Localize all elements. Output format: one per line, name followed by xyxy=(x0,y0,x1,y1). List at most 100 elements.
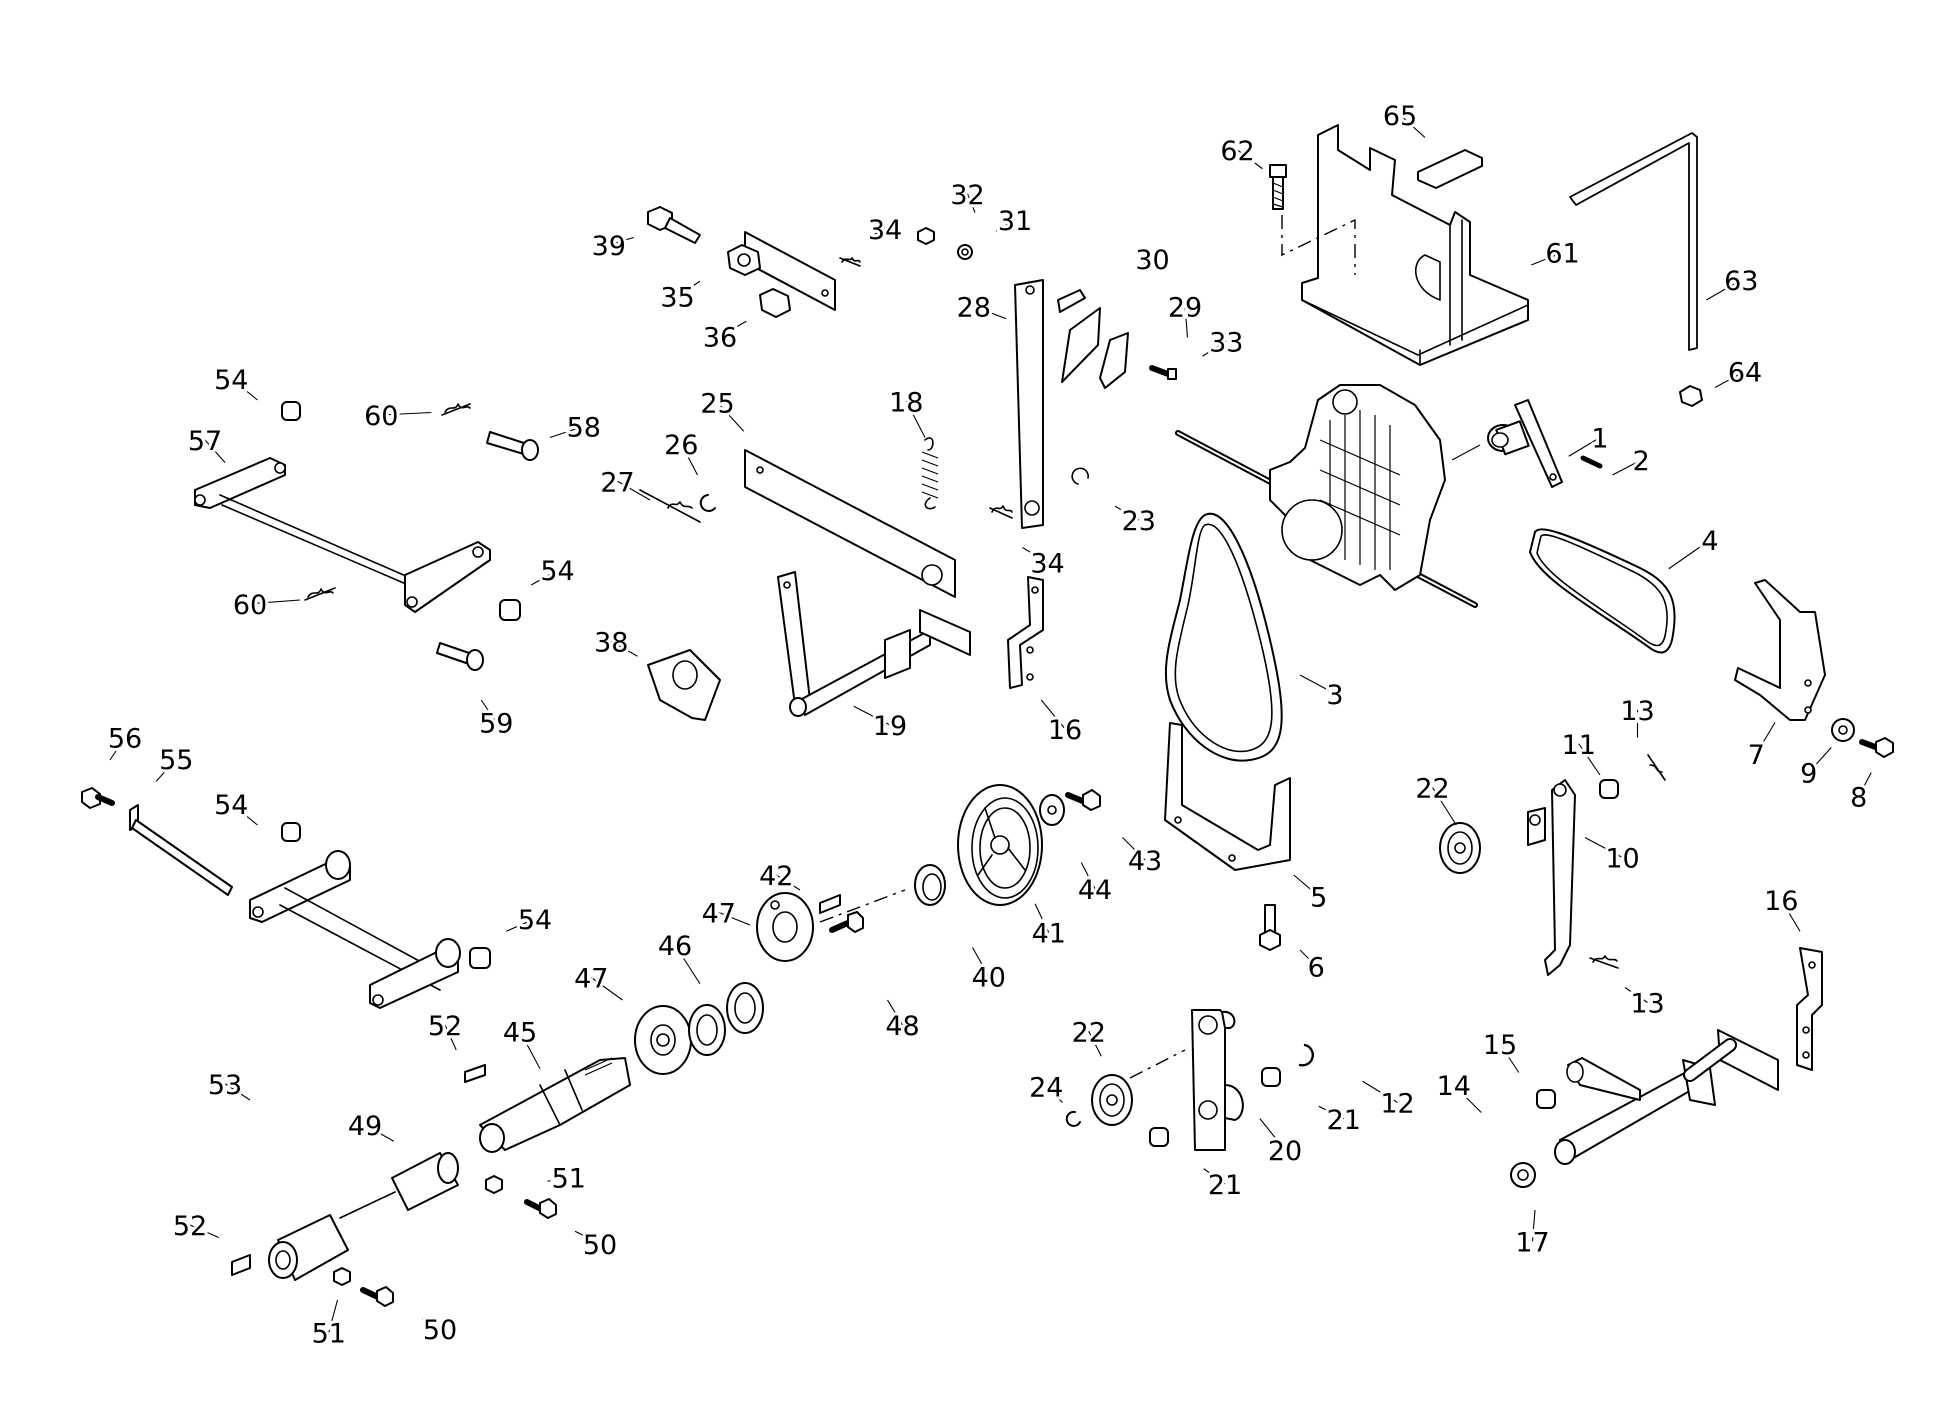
callout-leader-line xyxy=(610,640,638,657)
callout-leader-line xyxy=(966,193,976,213)
callout-label-20: 20 xyxy=(1268,1136,1302,1167)
callout-label-49: 49 xyxy=(348,1111,382,1142)
part-22-idler-pulley xyxy=(1091,1074,1133,1126)
callout-label-60: 60 xyxy=(364,401,398,432)
callout-label-44: 44 xyxy=(1078,875,1112,906)
callout-label-22: 22 xyxy=(1072,1017,1106,1048)
callout-leader-line xyxy=(1299,674,1336,695)
part-16-bracket xyxy=(1796,947,1823,1071)
part-35-bracket xyxy=(727,231,836,311)
part-20-idler-plate xyxy=(1191,1009,1244,1151)
callout-leader-line xyxy=(1203,1168,1226,1185)
part-21-bushing xyxy=(1261,1067,1281,1087)
callout-leader-line xyxy=(1088,1031,1102,1057)
part-29-shoe xyxy=(1099,332,1129,389)
callout-label-54: 54 xyxy=(214,365,248,396)
callout-leader-line xyxy=(230,803,258,826)
callout-label-50: 50 xyxy=(583,1230,617,1261)
callout-leader-line xyxy=(718,911,751,926)
part-4-belt xyxy=(1529,528,1676,654)
callout-leader-line xyxy=(109,737,126,761)
part-13-cotter-pin xyxy=(1647,754,1666,781)
callout-label-19: 19 xyxy=(873,711,907,742)
part-48-bolt xyxy=(829,911,864,933)
callout-label-60: 60 xyxy=(233,590,267,621)
callout-leader-line xyxy=(972,947,990,977)
callout-leader-line xyxy=(674,944,701,985)
callout-leader-line xyxy=(1045,1085,1063,1103)
part-39-bolt xyxy=(647,206,701,244)
callout-leader-line xyxy=(1624,987,1648,1003)
part-25-bar xyxy=(744,449,956,598)
callout-label-21: 21 xyxy=(1327,1105,1361,1136)
callout-label-15: 15 xyxy=(1483,1030,1517,1061)
part-54-bushing xyxy=(499,599,521,621)
callout-label-42: 42 xyxy=(759,861,793,892)
part-41-drive-pulley xyxy=(957,784,1043,906)
callout-label-56: 56 xyxy=(108,724,142,755)
callout-label-48: 48 xyxy=(885,1011,919,1042)
part-19-crank-arm xyxy=(777,571,971,717)
callout-label-24: 24 xyxy=(1029,1072,1063,1103)
callout-label-29: 29 xyxy=(1168,292,1202,323)
callout-label-51: 51 xyxy=(552,1164,586,1195)
part-47-bearing-flange xyxy=(756,892,814,962)
part-7-bracket xyxy=(1734,579,1826,721)
callout-label-35: 35 xyxy=(660,282,694,313)
part-6-bolt xyxy=(1259,904,1281,951)
callout-leader-line xyxy=(1318,1105,1344,1120)
part-10-idler-arm xyxy=(1527,779,1576,976)
part-57-pivot-bracket xyxy=(194,457,491,613)
callout-label-31: 31 xyxy=(998,206,1032,237)
callout-leader-line xyxy=(1362,1080,1398,1103)
part-60-cotter-pin xyxy=(441,403,471,416)
callout-leader-line xyxy=(1299,949,1317,967)
callout-label-41: 41 xyxy=(1032,919,1066,950)
callout-leader-line xyxy=(547,1176,569,1182)
callout-leader-line xyxy=(1114,505,1140,521)
callout-label-45: 45 xyxy=(503,1017,537,1048)
callout-label-14: 14 xyxy=(1437,1071,1471,1102)
callout-leader-line xyxy=(973,305,1007,320)
callout-label-36: 36 xyxy=(703,322,737,353)
callout-label-53: 53 xyxy=(208,1070,242,1101)
callout-label-21: 21 xyxy=(1208,1170,1242,1201)
callout-leader-line xyxy=(717,402,745,432)
callout-leader-line xyxy=(1184,306,1189,338)
callout-label-12: 12 xyxy=(1380,1089,1414,1120)
part-1-arm xyxy=(1451,399,1563,488)
part-11-bushing xyxy=(1599,779,1619,799)
part-16-bracket xyxy=(1007,576,1044,689)
callout-leader-line xyxy=(719,320,747,337)
part-drawings xyxy=(81,124,1894,1307)
part-55-rod xyxy=(129,804,233,896)
callout-leader-line xyxy=(1259,1118,1286,1151)
part-56-bolt xyxy=(81,787,115,809)
callout-label-1: 1 xyxy=(1591,424,1608,455)
part-54-bushing xyxy=(281,401,301,421)
part-45-drive-shaft xyxy=(479,1057,631,1153)
callout-label-46: 46 xyxy=(658,931,692,962)
callout-leader-line xyxy=(1705,279,1742,301)
part-60-cotter-pin xyxy=(304,587,336,601)
callout-leader-line xyxy=(1531,1209,1536,1242)
callout-label-3: 3 xyxy=(1326,680,1343,711)
part-24-retaining-clip xyxy=(1065,1110,1081,1127)
callout-leader-line xyxy=(887,999,903,1026)
callout-label-63: 63 xyxy=(1724,266,1758,297)
part-62-bolt xyxy=(1269,164,1287,210)
part-21-bushing xyxy=(1149,1127,1169,1147)
callout-label-23: 23 xyxy=(1122,506,1156,537)
part-64-nut xyxy=(1679,385,1703,407)
callout-label-8: 8 xyxy=(1850,782,1867,813)
callout-leader-line xyxy=(155,758,177,782)
callout-leader-line xyxy=(1531,251,1563,266)
callout-label-64: 64 xyxy=(1728,357,1762,388)
callout-leader-line xyxy=(1122,837,1146,861)
callout-leader-line xyxy=(1040,699,1066,730)
part-52-key xyxy=(464,1064,486,1083)
callout-leader-line xyxy=(1668,539,1711,570)
callout-label-30: 30 xyxy=(1135,245,1169,276)
callout-label-26: 26 xyxy=(664,430,698,461)
callout-leader-line xyxy=(1578,743,1601,776)
